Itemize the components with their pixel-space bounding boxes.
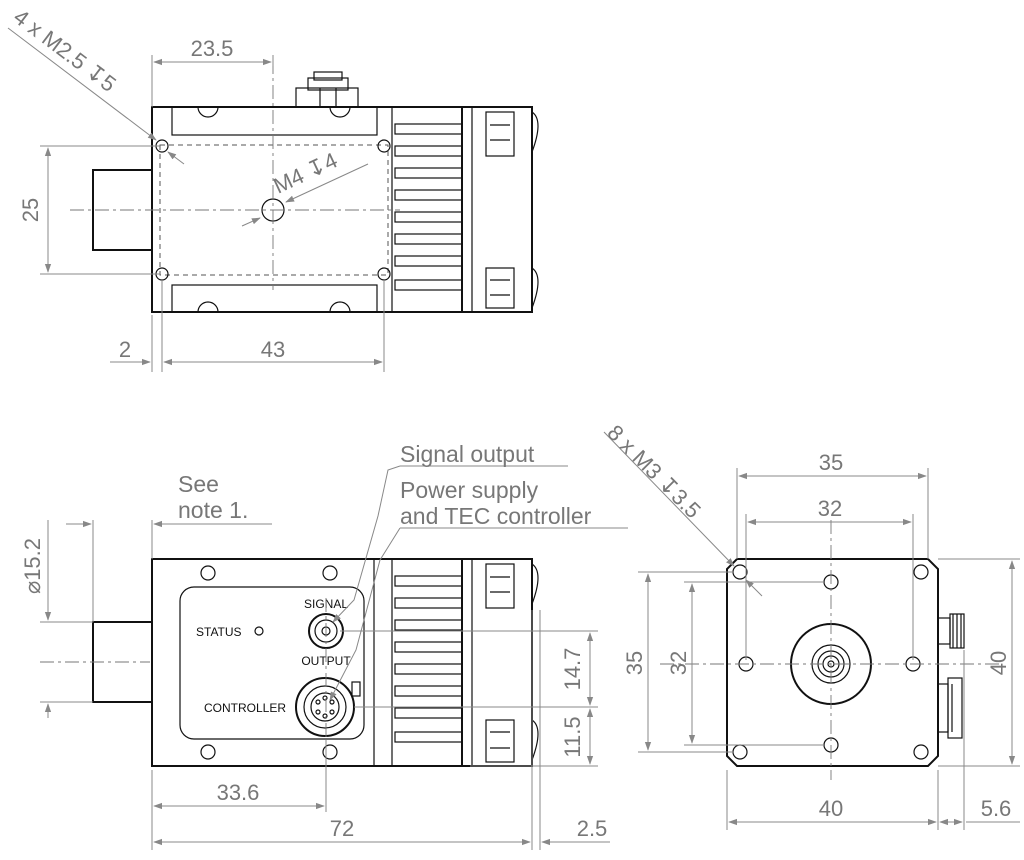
controller-connector [295,677,361,737]
dim-35-left: 35 [622,651,647,675]
dim-2: 2 [119,337,131,362]
center-hole-note: M4 ↧4 [270,147,342,198]
dim-40-right: 40 [986,651,1011,675]
panel-status-label: STATUS [196,625,242,639]
dim-33-6: 33.6 [217,780,260,805]
front-heatsink-fins [391,559,463,766]
signal-output-callout: Signal output [400,441,535,467]
side-body-outline [726,558,939,767]
front-screws [200,565,338,760]
dim-23-5: 23.5 [191,36,234,61]
front-panel [179,586,365,740]
side-controller-connector [937,677,963,739]
dim-5-6: 5.6 [981,796,1012,821]
top-hole-note: 4 x M2.5 ↧5 [9,4,121,97]
dim-43: 43 [261,337,285,362]
dim-35-top: 35 [819,450,843,475]
side-hole-note: 8 x M3 ↧3.5 [602,420,705,523]
power-callout-line1: Power supply [400,477,539,503]
front-dimensions [40,465,628,850]
top-dimensions [7,27,385,372]
status-led [254,626,264,636]
dim-32-left: 32 [666,651,691,675]
top-rail-upper [171,106,378,136]
top-connector [295,71,359,108]
top-view: 23.5 25 2 43 4 x M2.5 ↧5 M4 ↧4 [7,4,539,372]
see-note-line2: note 1. [178,497,248,523]
side-view: 35 32 35 32 40 40 5.6 8 x M3 ↧3.5 [602,420,1020,830]
dim-72: 72 [330,816,354,841]
side-holes [732,564,929,760]
side-dimensions [603,431,1020,830]
dim-11-5: 11.5 [560,716,585,757]
power-callout-line2: and TEC controller [400,503,592,529]
front-view: STATUS SIGNAL OUTPUT CONTROLLER [20,441,628,850]
see-note-line1: See [178,471,219,497]
top-body-outline [151,106,463,313]
dim-2-5: 2.5 [577,816,608,841]
side-sma-connector [937,613,965,649]
dim-40-bottom: 40 [819,796,843,821]
dim-14-7: 14.7 [560,648,585,691]
front-end-cap [461,558,539,767]
dim-32-top: 32 [818,496,842,521]
top-rail-lower [171,284,378,313]
top-heatsink-fins [391,107,463,312]
dim-25: 25 [18,198,43,222]
dim-diameter: ⌀15.2 [20,538,45,594]
top-rail-notches [197,106,351,313]
panel-controller-label: CONTROLLER [204,701,286,715]
top-end-cap [461,106,539,313]
